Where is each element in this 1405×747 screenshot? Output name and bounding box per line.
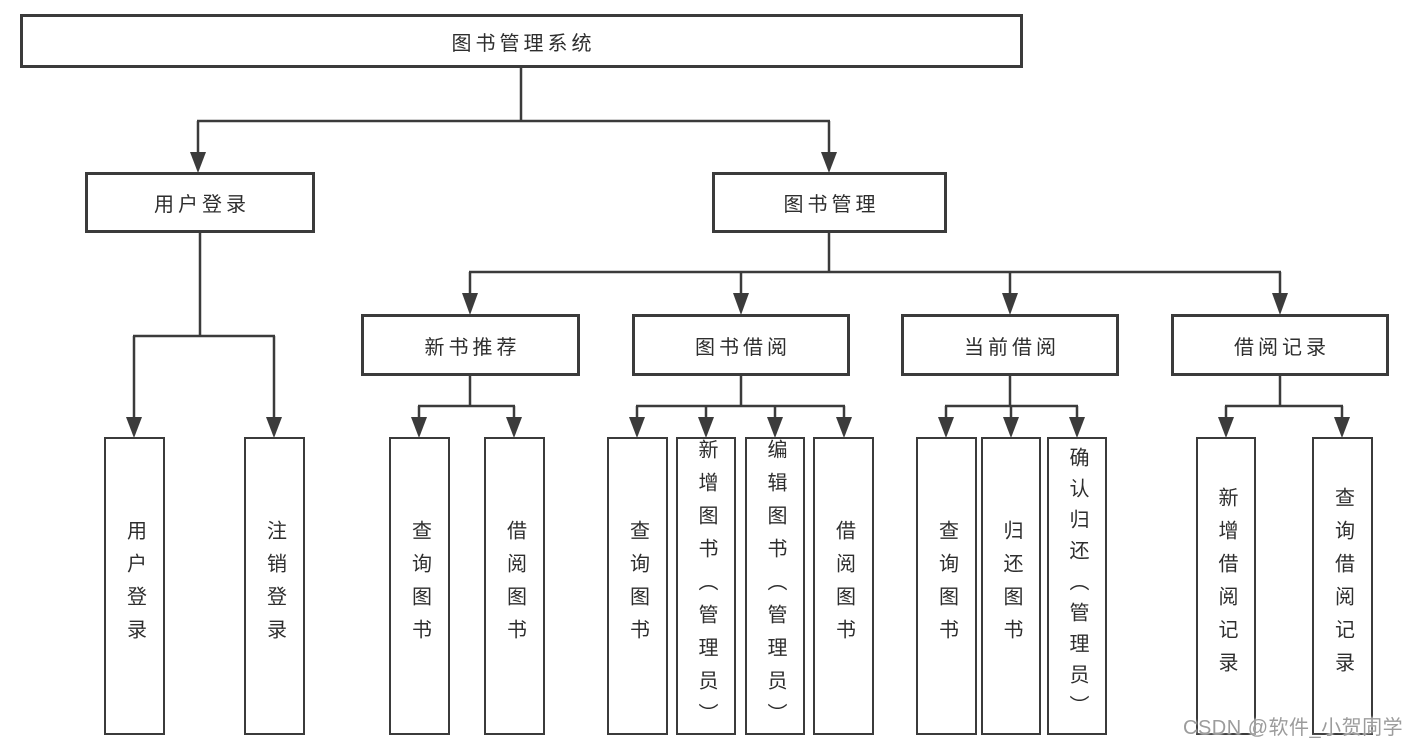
arrowhead: [266, 417, 282, 438]
arrowhead: [506, 417, 522, 438]
node-book-borrowing: 图书借阅: [632, 314, 850, 376]
leaf-nbr-query-books: 查询图书: [389, 437, 450, 735]
node-root: 图书管理系统: [20, 14, 1023, 68]
node-new-book-recommendation: 新书推荐: [361, 314, 580, 376]
arrowhead: [836, 417, 852, 438]
node-user-login: 用户登录: [85, 172, 315, 233]
arrowhead: [1272, 293, 1288, 315]
leaf-rec-query-borrow-record: 查询借阅记录: [1312, 437, 1373, 735]
arrowhead: [821, 152, 837, 173]
arrowhead: [1218, 417, 1234, 438]
arrowhead: [462, 293, 478, 315]
leaf-bb-query-books: 查询图书: [607, 437, 668, 735]
arrowhead: [629, 417, 645, 438]
arrowhead: [1069, 417, 1085, 438]
leaf-user-login: 用户登录: [104, 437, 165, 735]
leaf-rec-add-borrow-record: 新增借阅记录: [1196, 437, 1256, 735]
leaf-bb-edit-books-admin: 编辑图书（管理员）: [745, 437, 805, 735]
node-current-borrowing: 当前借阅: [901, 314, 1119, 376]
leaf-bb-borrow-books: 借阅图书: [813, 437, 874, 735]
node-borrowing-records: 借阅记录: [1171, 314, 1389, 376]
node-book-management: 图书管理: [712, 172, 947, 233]
leaf-logout: 注销登录: [244, 437, 305, 735]
leaf-cb-confirm-return-admin: 确认归还（管理员）: [1047, 437, 1107, 735]
arrowhead: [1003, 417, 1019, 438]
arrowhead: [733, 293, 749, 315]
leaf-cb-query-books: 查询图书: [916, 437, 977, 735]
arrowhead: [190, 152, 206, 173]
arrowhead: [767, 417, 783, 438]
arrowhead: [1002, 293, 1018, 315]
leaf-bb-add-books-admin: 新增图书（管理员）: [676, 437, 736, 735]
watermark: CSDN @软件_小贺同学: [1183, 717, 1404, 739]
arrowhead: [938, 417, 954, 438]
leaf-cb-return-books: 归还图书: [981, 437, 1041, 735]
arrowhead: [411, 417, 427, 438]
leaf-nbr-borrow-books: 借阅图书: [484, 437, 545, 735]
arrowhead: [698, 417, 714, 438]
arrowhead: [126, 417, 142, 438]
arrowhead: [1334, 417, 1350, 438]
